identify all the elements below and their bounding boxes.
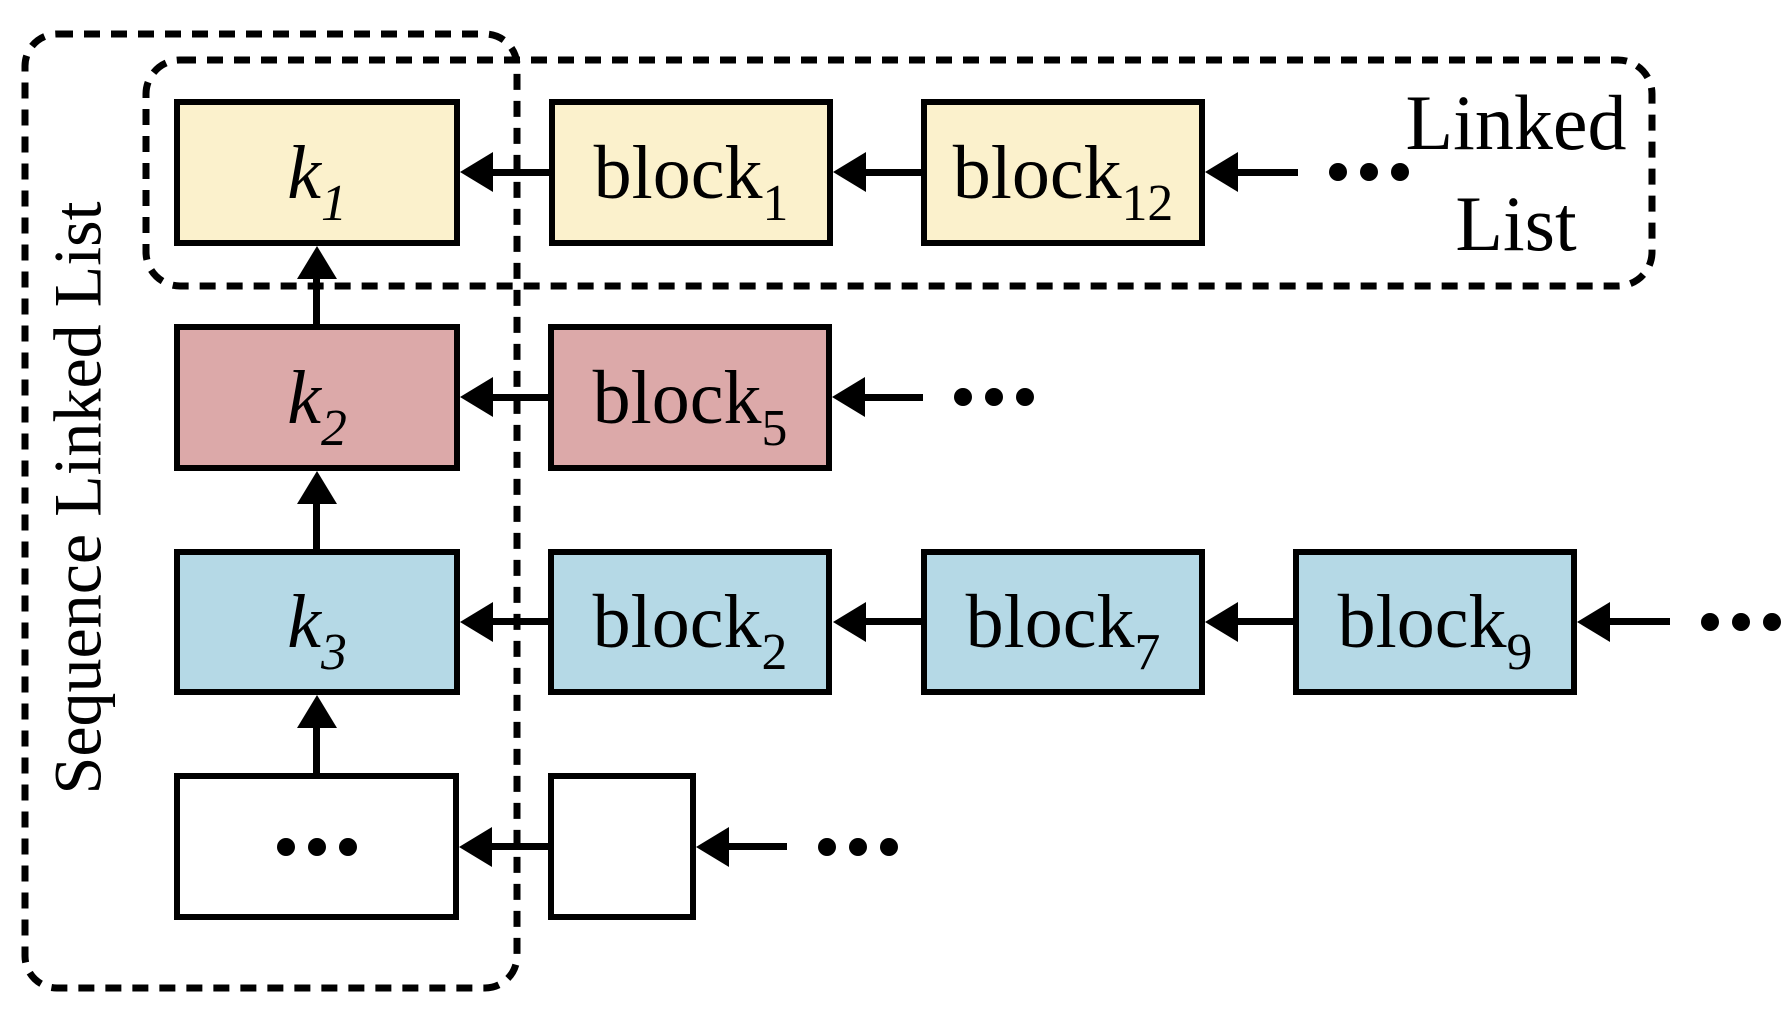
node-k2-label: k2	[287, 355, 347, 457]
node-block7: block7	[921, 549, 1205, 695]
arrow-line	[1231, 618, 1293, 625]
ellipsis-icon	[954, 388, 1034, 406]
node-block5-label: block5	[592, 355, 788, 457]
node-block9: block9	[1293, 549, 1577, 695]
linked-list-label-line2: List	[1455, 180, 1577, 267]
node-block5: block5	[548, 324, 832, 471]
node-block7-label: block7	[965, 580, 1161, 682]
arrow-line	[486, 618, 548, 625]
node-k1-label: k1	[287, 130, 347, 232]
linked-list-outline	[142, 56, 1656, 290]
node-block9-label: block9	[1337, 580, 1533, 682]
arrow-line	[1231, 169, 1298, 176]
node-block1: block1	[549, 99, 833, 246]
arrow-line	[313, 721, 320, 773]
node-k3: k3	[174, 549, 460, 695]
arrow-line	[858, 394, 923, 401]
linked-list-label: Linked List	[1386, 72, 1646, 274]
sequence-linked-list-outline	[21, 30, 521, 992]
node-block2: block2	[548, 549, 832, 695]
arrow-line	[313, 272, 320, 324]
node-k1: k1	[174, 99, 460, 246]
arrow-line	[313, 497, 320, 549]
arrow-line	[722, 843, 787, 850]
node-more-sequence	[174, 773, 459, 920]
ellipsis-icon	[818, 838, 898, 856]
node-block12-label: block12	[952, 130, 1174, 232]
arrow-line	[486, 169, 549, 176]
arrow-line	[859, 169, 921, 176]
ellipsis-icon	[276, 837, 357, 856]
node-k3-label: k3	[287, 580, 347, 682]
arrow-line	[485, 843, 548, 850]
ellipsis-icon	[1329, 163, 1409, 181]
arrow-line	[486, 394, 548, 401]
sequence-linked-list-label: Sequence Linked List	[39, 201, 116, 795]
arrow-line	[859, 618, 921, 625]
node-block2-label: block2	[592, 580, 788, 682]
node-block12: block12	[921, 99, 1205, 246]
node-block1-label: block1	[593, 130, 789, 232]
node-more-block	[548, 773, 696, 920]
ellipsis-icon	[1701, 613, 1781, 631]
linked-list-label-line1: Linked	[1405, 79, 1627, 166]
arrow-line	[1603, 618, 1670, 625]
node-k2: k2	[174, 324, 460, 471]
